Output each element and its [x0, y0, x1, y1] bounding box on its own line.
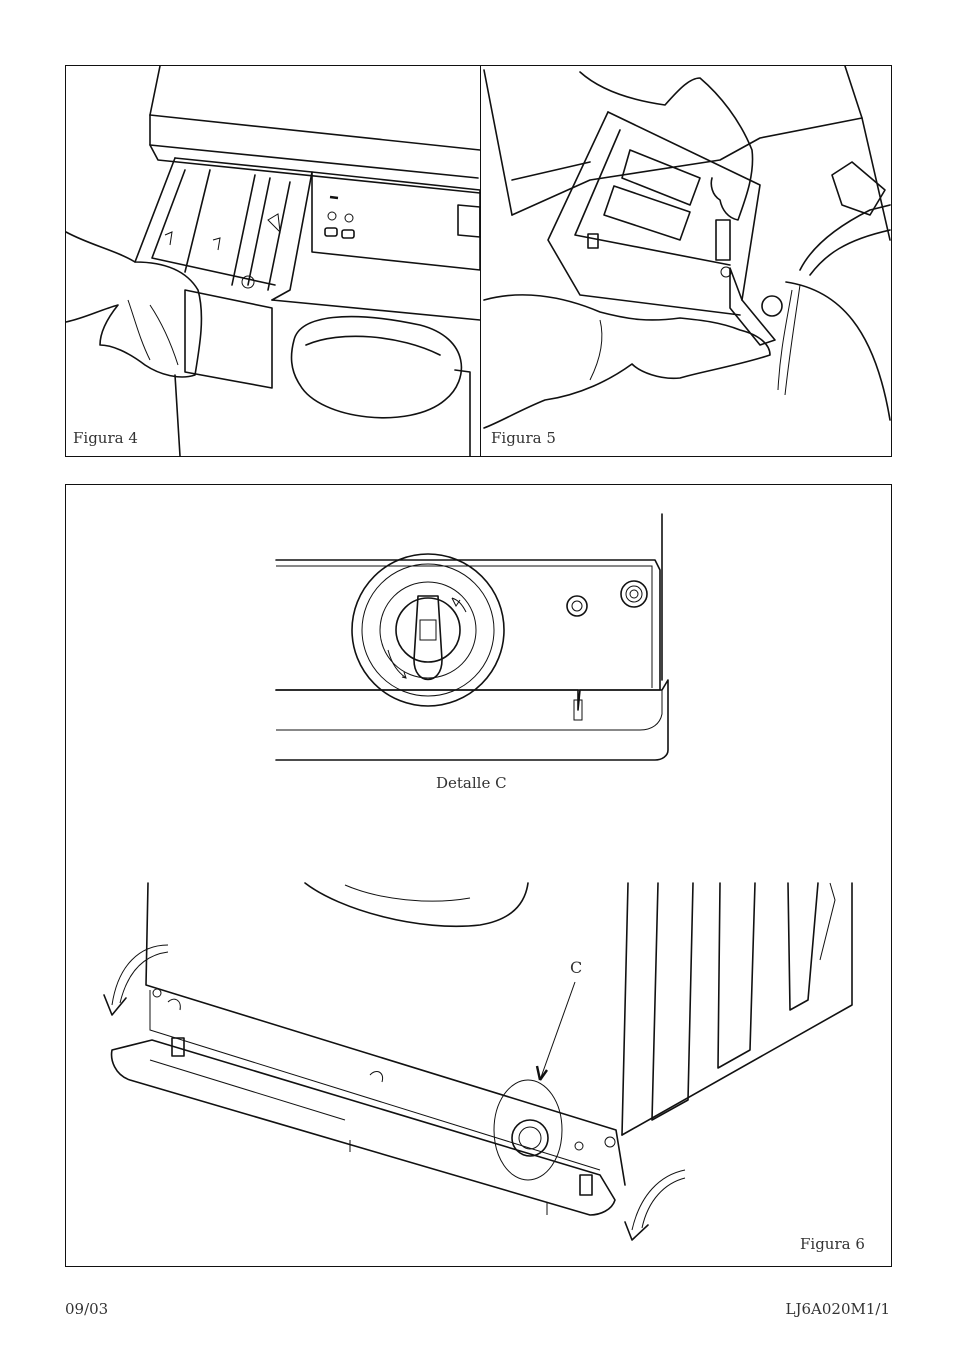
detail-c-caption: Detalle C	[436, 774, 507, 792]
callout-label-c: C	[570, 958, 582, 977]
top-figures-frame	[65, 65, 892, 457]
figure-divider	[480, 65, 481, 457]
figure-4-caption: Figura 4	[73, 429, 138, 447]
figure-5-caption: Figura 5	[491, 429, 556, 447]
footer-date: 09/03	[65, 1300, 108, 1318]
footer-document-code: LJ6A020M1/1	[786, 1300, 890, 1318]
figure-6-frame	[65, 484, 892, 1267]
figure-6-caption: Figura 6	[800, 1235, 865, 1253]
